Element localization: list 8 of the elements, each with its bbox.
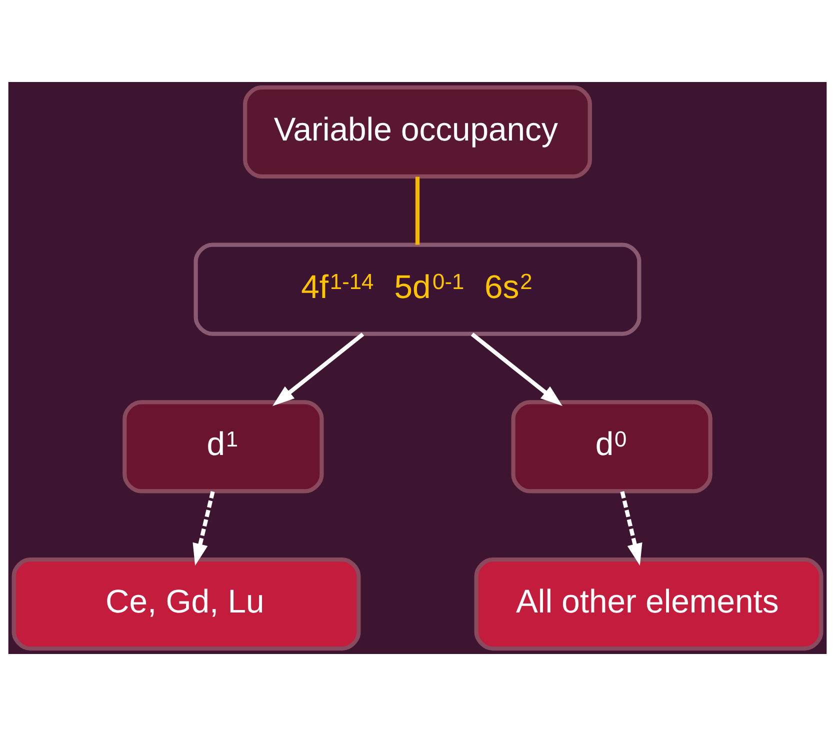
- arrow: [620, 490, 642, 566]
- node-box: Variable occupancy: [243, 84, 592, 178]
- arrow: [272, 332, 364, 406]
- node-box: Ce, Gd, Lu: [12, 557, 361, 650]
- arrow: [470, 332, 562, 406]
- node-box: All other elements: [474, 557, 824, 650]
- arrow: [192, 490, 215, 566]
- connector: [415, 176, 420, 244]
